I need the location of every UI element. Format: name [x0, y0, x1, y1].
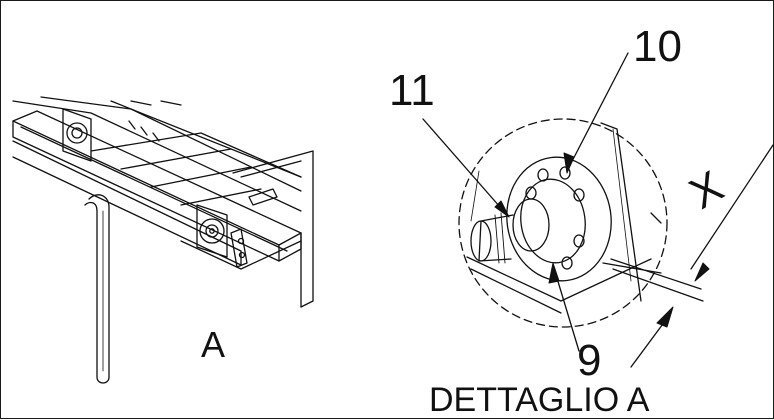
dim-ext-1	[610, 258, 702, 290]
arrow-11	[494, 200, 510, 218]
bolt-hole-4	[573, 234, 585, 248]
front-rail-edge	[20, 126, 288, 252]
leaders	[422, 52, 774, 368]
detail-view	[458, 118, 668, 328]
rear-edge-3	[110, 100, 302, 178]
callout-11: 11	[389, 66, 435, 115]
detail-tray	[466, 256, 652, 302]
shaft-knurl	[494, 212, 506, 264]
front-bearing-outer	[199, 218, 225, 244]
callout-9: 9	[577, 336, 601, 385]
rear-bearing-inner	[71, 127, 83, 139]
plate-hole-2	[238, 251, 246, 259]
bolt-hole-1	[537, 168, 549, 182]
side-plate	[230, 228, 248, 268]
arrow-10	[563, 152, 575, 174]
detail-tray-2	[470, 268, 562, 314]
arrowheads	[494, 152, 710, 328]
slots	[128, 120, 160, 142]
lever-handle	[84, 194, 110, 384]
arrow-x-2	[656, 306, 674, 328]
front-rail-face	[12, 120, 280, 262]
bolt-hole-2	[559, 166, 571, 180]
dim-line-x	[690, 144, 774, 270]
floor-line-4	[180, 188, 262, 206]
floor-line-3	[150, 166, 252, 188]
rear-flange	[62, 108, 92, 162]
floor-line-2	[120, 148, 232, 170]
bracket	[248, 188, 278, 206]
detail-plate-edge	[600, 122, 642, 302]
rear-edge	[12, 100, 302, 212]
side-panel	[232, 150, 314, 308]
arrow-9	[548, 262, 560, 284]
shaft-end	[470, 220, 492, 262]
dim-ext-2	[612, 268, 704, 302]
front-rail-end	[278, 232, 302, 262]
front-flange	[196, 204, 228, 258]
floor-line	[90, 132, 302, 178]
view-label-a: A	[201, 324, 225, 365]
bushing	[512, 198, 550, 252]
detail-circle	[458, 118, 668, 328]
leader-10	[566, 52, 629, 172]
bolt-hole-3	[573, 188, 585, 202]
detail-plate-inner	[612, 128, 632, 282]
side-panel-inner	[240, 160, 302, 178]
callout-10: 10	[633, 22, 682, 71]
shaft	[478, 214, 514, 262]
lower-tray	[12, 140, 242, 266]
tray-bottom	[180, 240, 302, 270]
arrow-x-1	[694, 262, 710, 282]
frame-assembly	[12, 96, 314, 384]
detail-hatch-1	[470, 170, 480, 222]
rear-bearing-outer	[66, 122, 88, 144]
plate-hole-1	[237, 237, 245, 245]
detail-caption: DETTAGLIO A	[429, 381, 650, 419]
front-bearing-shaft	[209, 228, 215, 234]
flange-disc	[506, 156, 612, 282]
detail-edge	[602, 262, 662, 274]
bolt-hole-5	[561, 256, 573, 270]
dimension-x-label: X	[681, 162, 731, 219]
detail-notch	[650, 212, 662, 224]
slot-tabs	[130, 100, 182, 106]
leader-11	[422, 118, 508, 216]
